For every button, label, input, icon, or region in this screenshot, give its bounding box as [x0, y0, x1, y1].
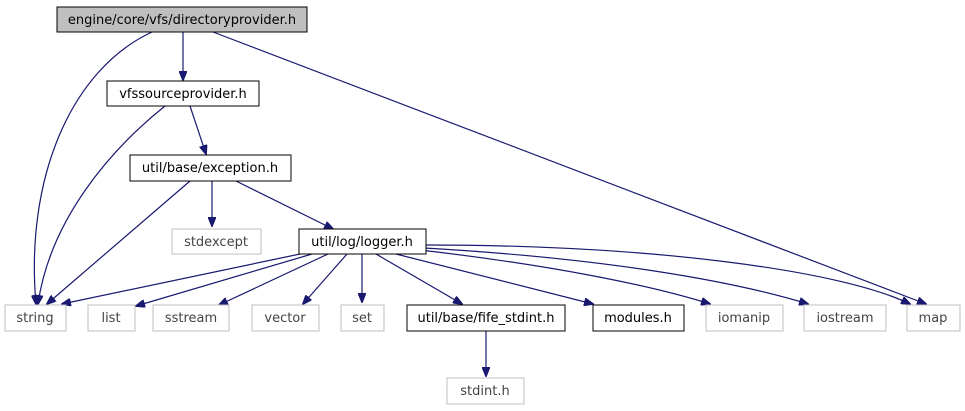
- node-stdint[interactable]: stdint.h: [446, 377, 525, 405]
- node-label: vector: [264, 311, 306, 326]
- node-label: stdexcept: [184, 235, 248, 250]
- edge-vfssourceprovider-exception: [189, 105, 206, 154]
- edge-logger-vector: [303, 253, 348, 304]
- node-logger[interactable]: util/log/logger.h: [298, 228, 427, 255]
- node-iomanip[interactable]: iomanip: [705, 304, 784, 332]
- edge-logger-sstream: [219, 253, 329, 305]
- node-map[interactable]: map: [906, 304, 961, 332]
- node-label: iostream: [816, 311, 873, 326]
- node-iostream[interactable]: iostream: [803, 304, 887, 332]
- edge-logger-modules: [395, 253, 593, 304]
- edge-logger-iostream: [423, 247, 808, 304]
- node-label: stdint.h: [460, 384, 509, 399]
- node-fife_stdint[interactable]: util/base/fife_stdint.h: [406, 304, 566, 332]
- node-label: util/log/logger.h: [311, 235, 413, 250]
- node-label: string: [16, 311, 53, 326]
- node-stdexcept[interactable]: stdexcept: [171, 228, 262, 255]
- node-label: util/base/exception.h: [142, 161, 278, 176]
- edge-logger-fife_stdint: [375, 253, 462, 304]
- node-label: vfssourceprovider.h: [119, 87, 247, 102]
- node-label: set: [352, 311, 372, 326]
- node-directoryprovider[interactable]: engine/core/vfs/directoryprovider.h: [56, 6, 308, 33]
- node-vfssourceprovider[interactable]: vfssourceprovider.h: [106, 80, 260, 107]
- edge-exception-logger: [235, 180, 333, 229]
- edge-vfssourceprovider-string: [38, 105, 166, 304]
- node-label: iomanip: [718, 311, 770, 326]
- node-label: util/base/fife_stdint.h: [417, 311, 554, 326]
- edge-logger-string: [62, 253, 301, 304]
- edge-logger-map: [425, 244, 910, 304]
- node-label: modules.h: [604, 311, 672, 326]
- node-set[interactable]: set: [340, 304, 385, 332]
- edge-layer: [34, 31, 926, 376]
- node-label: list: [101, 311, 120, 326]
- edge-logger-iomanip: [419, 249, 710, 304]
- node-string[interactable]: string: [4, 304, 67, 332]
- node-label: engine/core/vfs/directoryprovider.h: [68, 13, 296, 28]
- edge-exception-string: [47, 180, 191, 304]
- node-layer: engine/core/vfs/directoryprovider.h vfss…: [4, 6, 961, 405]
- edge-directoryprovider-map: [212, 31, 926, 304]
- node-vector[interactable]: vector: [251, 304, 320, 332]
- node-list[interactable]: list: [87, 304, 136, 332]
- edge-logger-list: [136, 253, 313, 306]
- node-sstream[interactable]: sstream: [152, 304, 230, 332]
- node-label: sstream: [165, 311, 217, 326]
- edge-directoryprovider-string: [34, 31, 153, 304]
- node-label: map: [919, 311, 948, 326]
- node-exception[interactable]: util/base/exception.h: [129, 154, 292, 182]
- node-modules[interactable]: modules.h: [592, 304, 685, 332]
